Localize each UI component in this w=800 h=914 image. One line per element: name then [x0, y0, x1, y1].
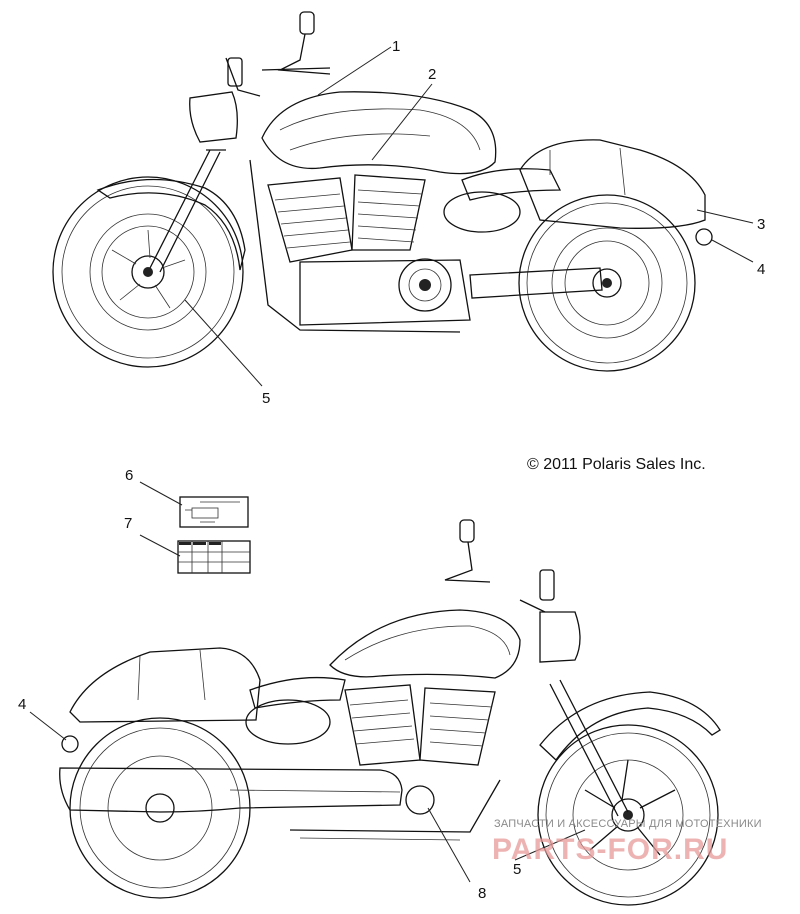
- front-wheel: [52, 176, 244, 368]
- engine-bottom: [344, 684, 496, 815]
- leader-7: [139, 534, 181, 557]
- motorcycle-left-view: [29, 519, 721, 906]
- watermark-brand: PARTS-FOR.RU: [492, 833, 729, 866]
- motorcycle-right-view: [52, 11, 754, 387]
- leader-4: [711, 239, 754, 263]
- front-fender: [96, 178, 246, 271]
- callout-1: 1: [392, 38, 401, 55]
- copyright-notice: © 2011 Polaris Sales Inc.: [527, 456, 706, 473]
- rear-wheel: [518, 194, 696, 372]
- callout-4-bottom: 4: [18, 696, 27, 713]
- callout-4-top: 4: [757, 261, 766, 278]
- headlight-bottom: [539, 611, 581, 663]
- saddlebag: [519, 139, 706, 229]
- front-fork: [149, 149, 226, 273]
- tail-light-bottom: [61, 735, 79, 753]
- saddlebag-bottom: [69, 647, 261, 723]
- leader-4-bottom: [29, 711, 67, 741]
- leader-6: [139, 481, 183, 506]
- leader-2: [371, 83, 433, 161]
- engine: [267, 174, 471, 326]
- leader-1: [317, 46, 392, 96]
- tail-light: [695, 228, 713, 246]
- headlight: [189, 91, 238, 143]
- swingarm: [469, 267, 603, 299]
- callout-5-top: 5: [262, 390, 271, 407]
- callout-7: 7: [124, 515, 133, 532]
- exhaust: [59, 767, 403, 813]
- side-cover-bottom: [245, 699, 331, 745]
- fuel-tank: [261, 91, 497, 175]
- mirror: [299, 11, 315, 35]
- callout-8: 8: [478, 885, 487, 902]
- decal-6-warning-label: [139, 481, 249, 528]
- side-cover: [443, 191, 521, 233]
- front-wheel-bottom: [537, 724, 719, 906]
- leader-3: [696, 209, 754, 224]
- seat: [461, 168, 562, 201]
- callout-6: 6: [125, 467, 134, 484]
- rear-wheel-bottom: [69, 717, 251, 899]
- fuel-tank-bottom: [329, 609, 521, 679]
- callout-3: 3: [757, 216, 766, 233]
- callout-2: 2: [428, 66, 437, 83]
- leader-5-top: [184, 299, 263, 387]
- decal-7-tire-table: [139, 534, 251, 574]
- watermark-tagline: ЗАПЧАСТИ И АКСЕССУАРЫ ДЛЯ МОТОТЕХНИКИ: [494, 818, 762, 830]
- callout-5-bottom: 5: [513, 861, 522, 878]
- leader-5-bottom: [514, 829, 586, 861]
- front-fender-bottom: [539, 691, 721, 761]
- leader-8: [427, 807, 471, 883]
